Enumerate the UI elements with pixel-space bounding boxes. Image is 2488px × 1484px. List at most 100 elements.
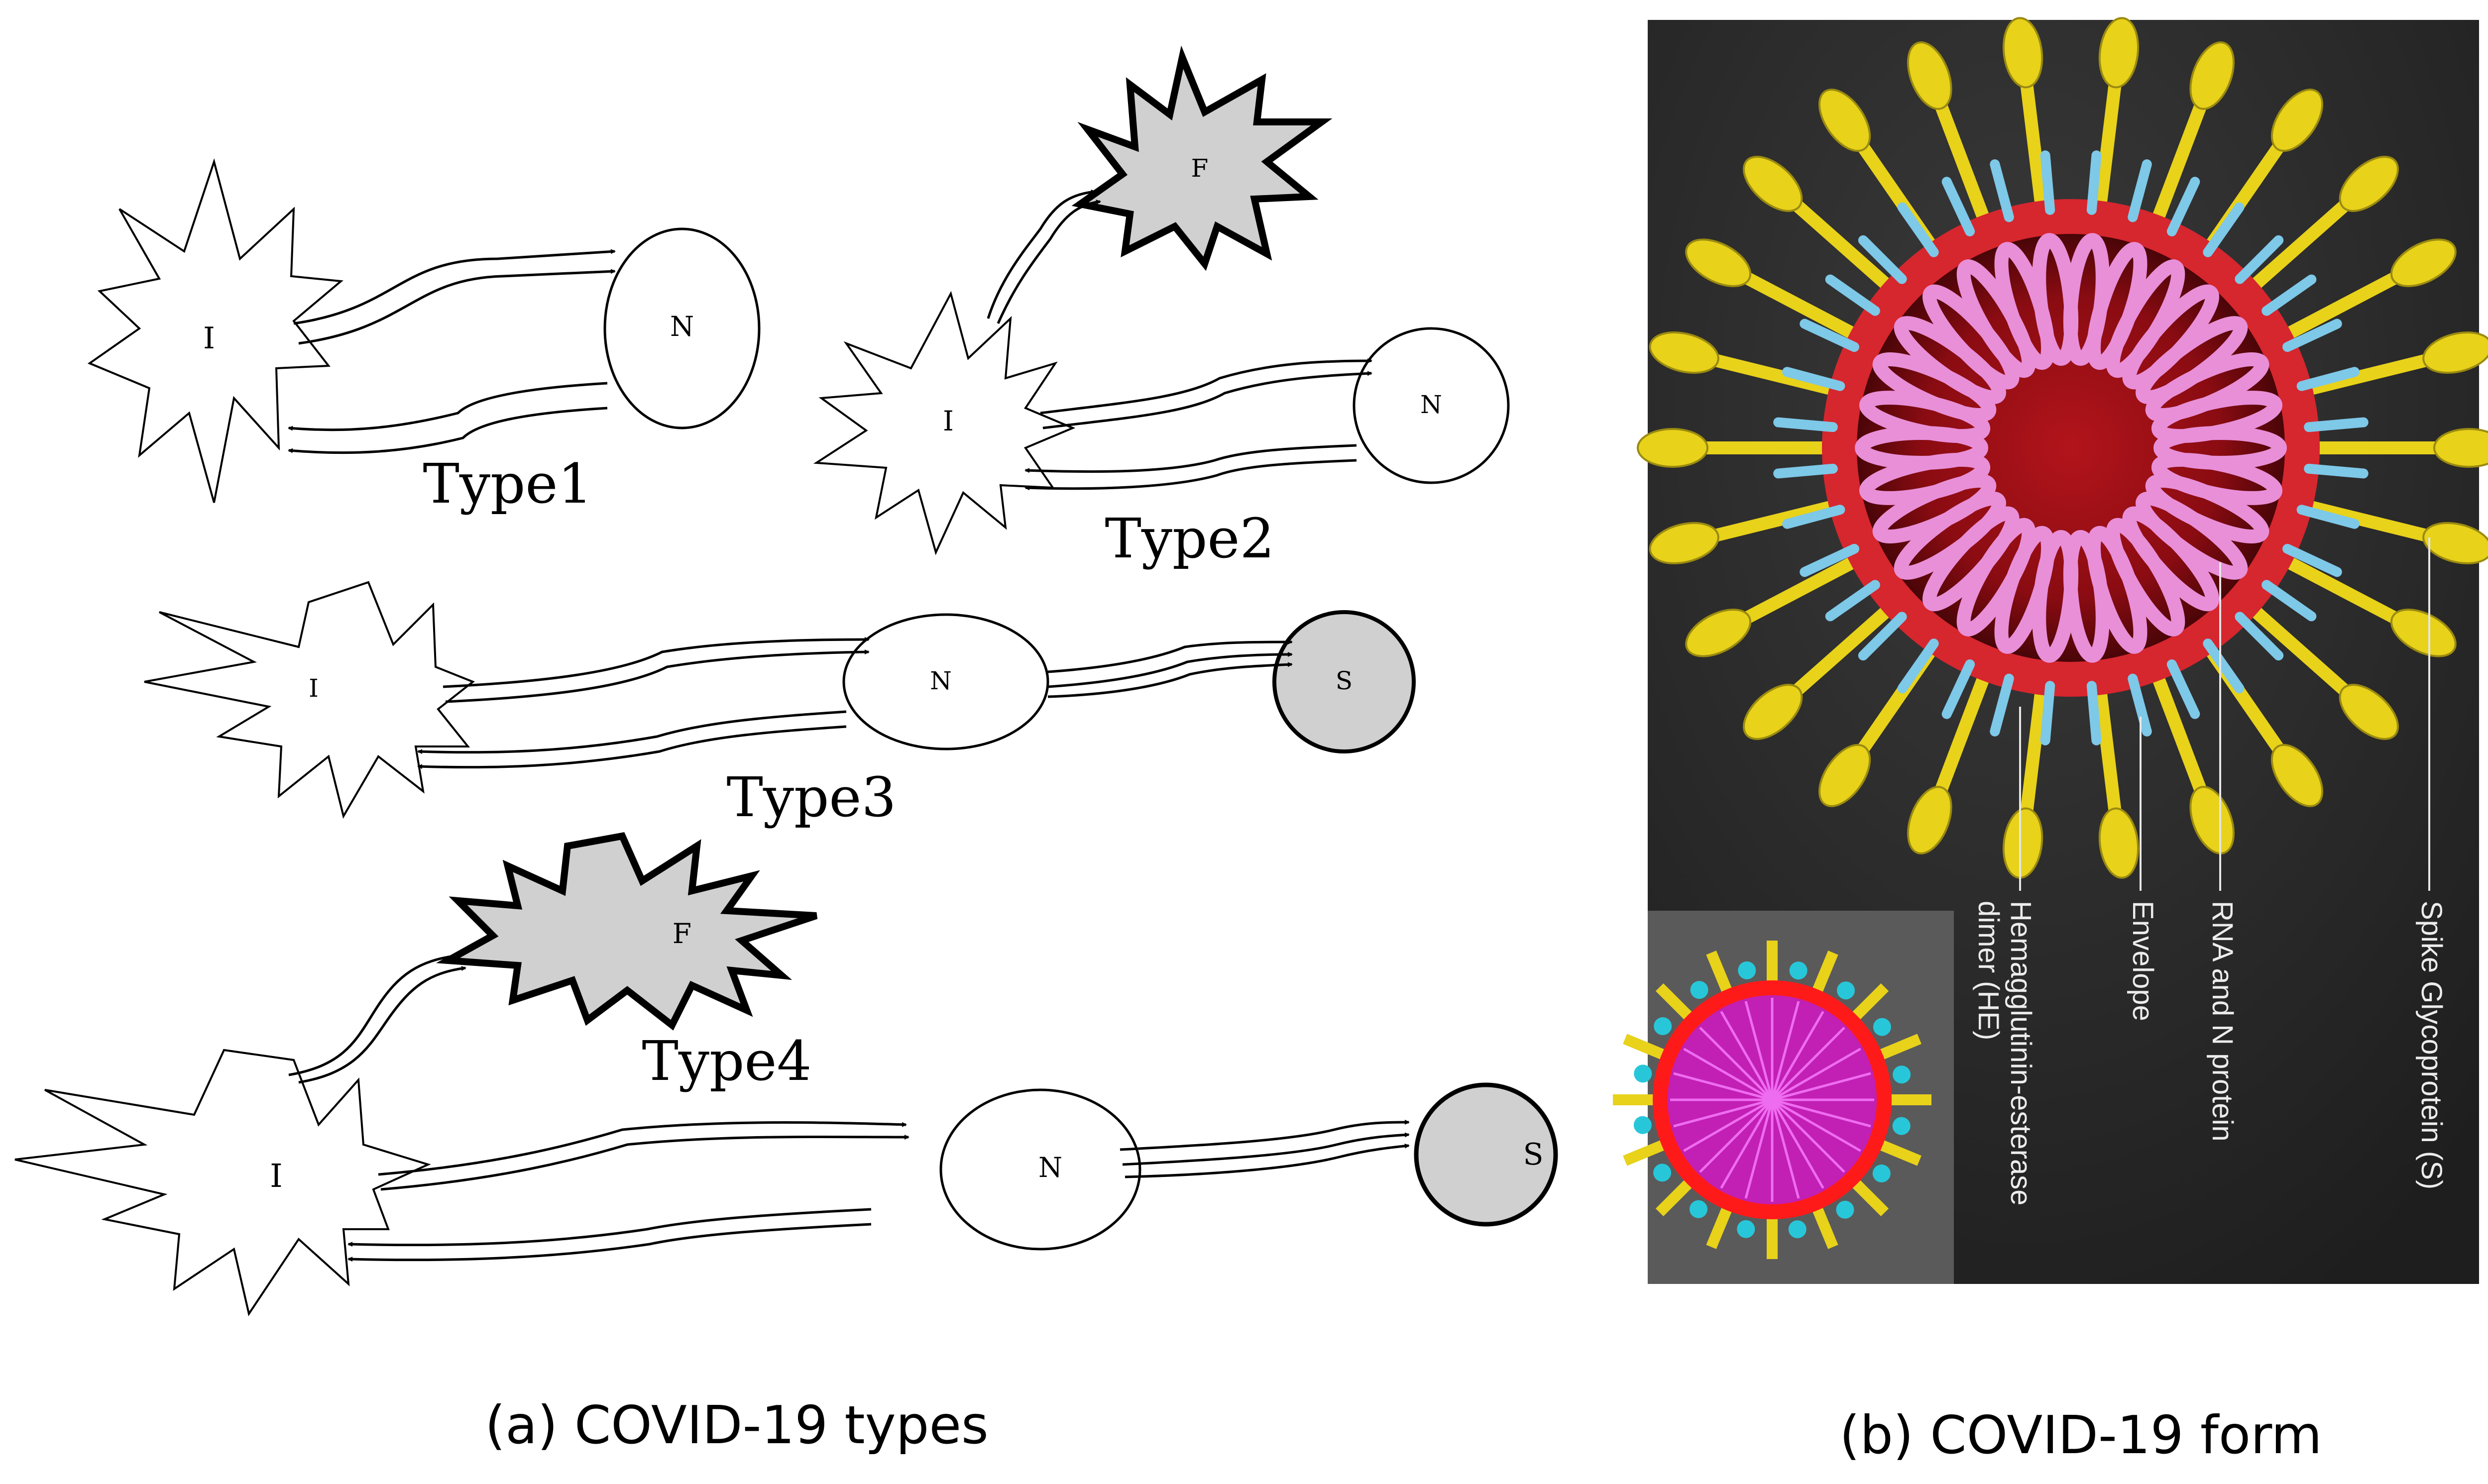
spike-head	[2189, 41, 2235, 110]
spike-head	[1818, 89, 1871, 152]
spike-head	[2433, 428, 2488, 468]
he-dimer	[2040, 150, 2055, 215]
he-dimer	[1782, 505, 1845, 529]
type-label: Type1	[423, 452, 592, 516]
inset-he	[1654, 1017, 1672, 1035]
spike-head	[1907, 41, 1952, 110]
type4-diagram: F I N S Type4	[14, 832, 1558, 1316]
spike-head	[2002, 17, 2043, 89]
inset-spike	[1849, 983, 1889, 1023]
inset-he	[1690, 981, 1708, 999]
he-dimer	[1990, 159, 2014, 222]
arrows	[288, 249, 616, 454]
virus-core	[1857, 234, 2285, 662]
node-label-f: F	[673, 918, 691, 950]
inset-spike	[1810, 951, 1838, 996]
type2-diagram: F I N Type2	[813, 45, 1510, 570]
label-rna: RNA and N protein	[2206, 901, 2239, 1142]
arrows	[987, 189, 1372, 491]
node-label-i: I	[203, 321, 215, 356]
inset-spike	[1623, 1034, 1669, 1061]
he-dimer	[2235, 612, 2284, 661]
spike-head	[2098, 17, 2140, 89]
node-label-f: F	[1191, 154, 1209, 183]
fatal-node-star	[436, 832, 818, 1031]
he-dimer	[2203, 202, 2245, 257]
inset-he	[1836, 1200, 1854, 1219]
node-label-n: N	[670, 311, 694, 342]
he-dimer	[1800, 318, 1859, 352]
label-spike: Spike Glycoprotein (S)	[2415, 901, 2448, 1189]
node-s-circle	[1272, 610, 1416, 753]
inset-spike	[1706, 1203, 1734, 1249]
spike-head	[1685, 238, 1752, 288]
he-dimer	[2166, 659, 2200, 719]
spike-head	[1649, 331, 1719, 374]
node-label-n: N	[1420, 390, 1442, 419]
node-n-circle	[1353, 327, 1510, 484]
he-dimer	[2040, 681, 2055, 745]
he-dimer	[1800, 543, 1859, 577]
type-label: Type2	[1105, 507, 1274, 570]
arrows	[288, 954, 1410, 1262]
he-dimer	[1941, 177, 1975, 236]
infection-node-star	[144, 581, 475, 819]
he-dimer	[2282, 318, 2342, 352]
node-label-s: S	[1336, 666, 1353, 695]
node-label-i: I	[943, 405, 954, 437]
label-envelope: Envelope	[2127, 901, 2159, 1021]
inset-spike	[1655, 983, 1696, 1023]
spike-head	[2422, 522, 2488, 564]
inset-he	[1789, 961, 1808, 980]
node-label-i: I	[270, 1158, 283, 1195]
he-dimer	[1858, 612, 1907, 661]
panel-b: Hemagglutinin-esterase dimer (HE) Envelo…	[1613, 17, 2488, 1466]
spike-head	[2339, 684, 2399, 740]
type1-diagram: I N Type1	[87, 158, 761, 516]
node-label-s: S	[1523, 1137, 1543, 1172]
he-dimer	[1897, 202, 1939, 257]
spike-head	[1818, 743, 1871, 807]
spike-head	[1685, 608, 1752, 657]
label-leader-lines	[2019, 537, 2430, 891]
inset-he	[1737, 1220, 1755, 1238]
inset-he	[1738, 961, 1756, 979]
inset-spike	[1655, 1176, 1696, 1217]
arrows	[417, 637, 1293, 769]
he-dimer	[2304, 417, 2369, 432]
node-label-i: I	[309, 674, 319, 703]
he-dimer	[2262, 274, 2317, 316]
inset-he	[1633, 1116, 1652, 1134]
spike-head	[1907, 786, 1952, 854]
he-dimer	[2128, 673, 2152, 737]
inset-he	[1653, 1164, 1672, 1182]
inset-he	[1689, 1200, 1707, 1218]
fatal-node-star	[1071, 45, 1333, 271]
spike-head	[1637, 428, 1708, 468]
he-dimer	[2262, 580, 2317, 622]
inset-he	[1892, 1117, 1911, 1135]
he-dimer	[2296, 367, 2360, 391]
inset-spike	[1623, 1138, 1669, 1166]
spike-head	[1743, 156, 1803, 212]
he-dimer	[2166, 177, 2200, 236]
inset-he	[1872, 1165, 1891, 1183]
type-label: Type4	[642, 1029, 811, 1093]
he-dimer	[1773, 417, 1838, 432]
virus-3d-model	[1637, 17, 2488, 879]
spike-head	[1743, 684, 1803, 740]
type3-diagram: I N S Type3	[144, 581, 1416, 829]
spike-head	[2390, 238, 2457, 288]
spike-head	[2339, 156, 2399, 212]
he-dimer	[2086, 150, 2102, 215]
spike-head	[2002, 807, 2043, 879]
node-label-n: N	[1038, 1152, 1062, 1183]
he-dimer	[2296, 505, 2360, 529]
he-dimer	[1990, 673, 2014, 737]
label-he-line2: dimer (HE)	[1972, 901, 2005, 1040]
he-dimer	[1825, 274, 1880, 316]
spike-head	[2422, 331, 2488, 374]
inset-rna	[1673, 1072, 1871, 1128]
inset-spike	[1876, 1034, 1922, 1061]
node-n-ellipse	[603, 227, 761, 429]
